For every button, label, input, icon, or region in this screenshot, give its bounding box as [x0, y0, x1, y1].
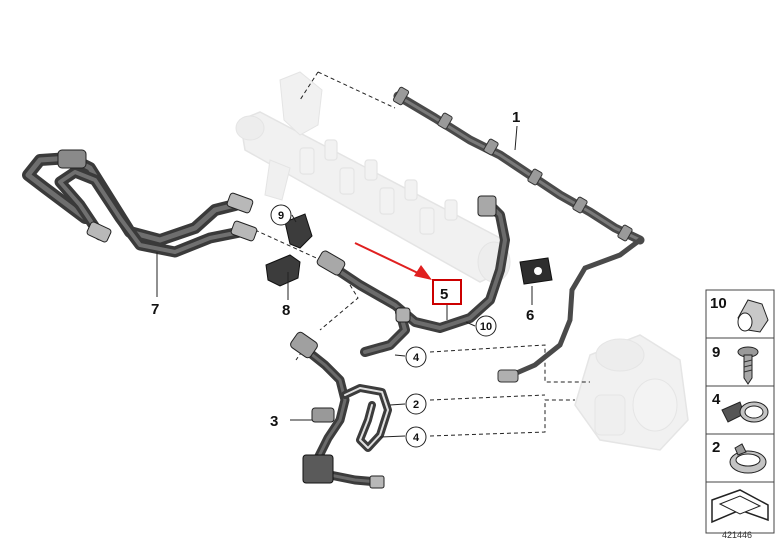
svg-text:4: 4 [413, 352, 420, 364]
circled-callout-4a: 4 [405, 346, 427, 368]
high-pressure-pump-ghost [574, 334, 689, 451]
callout-1: 1 [512, 109, 520, 126]
circled-callout-10: 10 [475, 315, 497, 337]
gasket [519, 257, 553, 285]
svg-text:10: 10 [710, 295, 727, 312]
svg-text:4: 4 [413, 432, 420, 444]
screw-icon [737, 346, 759, 385]
svg-text:9: 9 [278, 210, 284, 222]
document-reference: 421446 [722, 530, 752, 539]
hose-clip-icon [721, 401, 769, 423]
legend-item-10: 10 [710, 295, 769, 333]
callout-3: 3 [270, 413, 278, 430]
highlight-box [432, 279, 462, 305]
callout-7: 7 [151, 301, 159, 318]
hose-clamp-double-icon [737, 299, 769, 333]
fuel-hose-assembly [22, 149, 258, 258]
diagram-pointer-icon [711, 489, 769, 524]
svg-text:9: 9 [712, 344, 720, 361]
highlight-arrow [354, 242, 432, 280]
svg-text:4: 4 [712, 391, 721, 408]
fuel-rail-ghost [235, 71, 511, 283]
callout-6: 6 [526, 307, 534, 324]
legend-panel: 10 9 4 [705, 289, 775, 534]
hose-bracket [265, 213, 313, 287]
fuel-line-lower [290, 331, 392, 489]
callout-8: 8 [282, 302, 290, 319]
legend-item-9: 9 [712, 344, 759, 385]
legend-item-4: 4 [712, 391, 769, 423]
fuel-return-line [392, 86, 645, 383]
spring-clamp-icon [729, 443, 767, 474]
callout-5: 5 [440, 286, 448, 303]
leader-lines [254, 71, 590, 437]
fuel-feed-line [316, 195, 510, 357]
svg-text:10: 10 [480, 321, 492, 333]
svg-text:2: 2 [712, 439, 720, 456]
circled-callout-9: 9 [270, 204, 292, 226]
circled-callout-2: 2 [405, 393, 427, 415]
svg-text:2: 2 [413, 399, 419, 411]
circled-callout-4b: 4 [405, 426, 427, 448]
callout-leaders [156, 125, 533, 438]
legend-item-2: 2 [712, 439, 767, 474]
